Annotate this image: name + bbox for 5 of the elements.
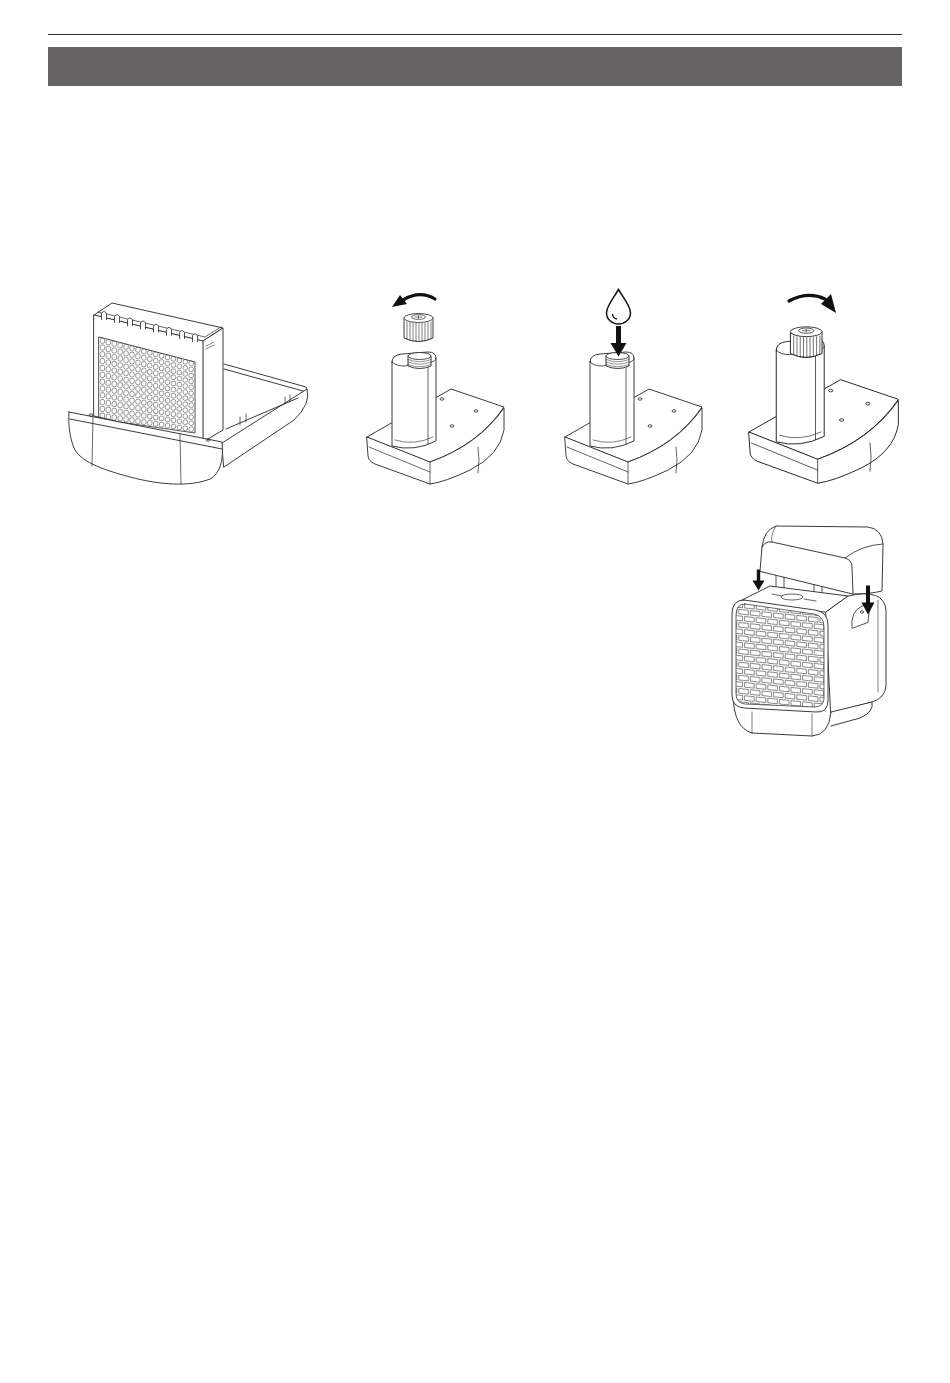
header-band <box>48 47 902 86</box>
water-tank-drawing <box>746 327 901 485</box>
water-tank-drawing <box>365 312 507 486</box>
water-tank-drawing <box>563 350 706 486</box>
cooler-unit-drawing <box>729 522 888 738</box>
